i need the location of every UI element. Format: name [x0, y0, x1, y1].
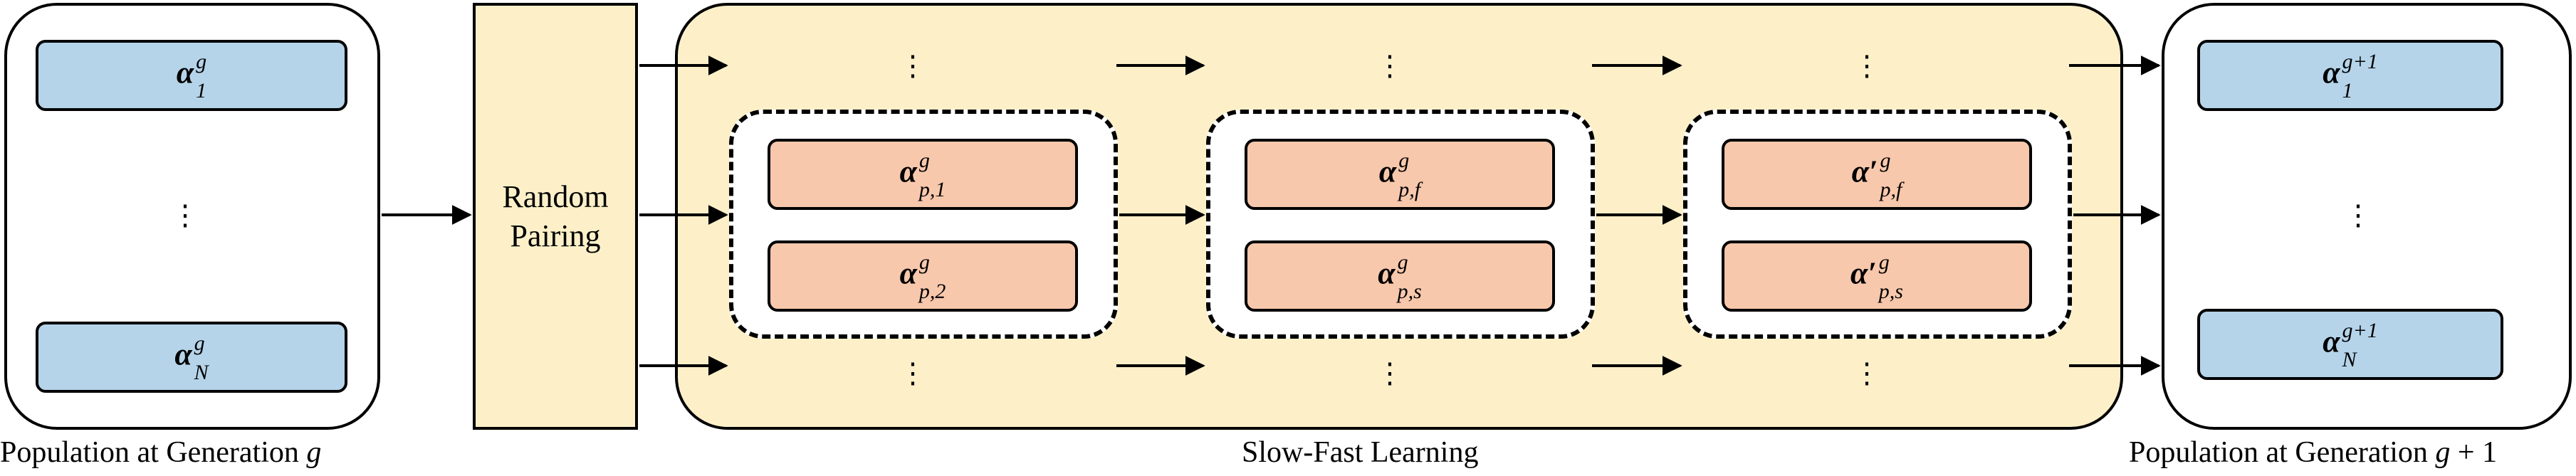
population-ellipsis: ⋮	[171, 199, 199, 232]
stage-3-top-ellipsis: ⋮	[1853, 50, 1881, 83]
current-population-caption: Population at Generation g	[0, 436, 322, 469]
stage-2-bottom-ellipsis: ⋮	[1376, 357, 1404, 390]
next-population-ellipsis: ⋮	[2344, 199, 2372, 232]
next-population-caption: Population at Generation g + 1	[2129, 436, 2498, 469]
stage-1-top-ellipsis: ⋮	[899, 50, 927, 83]
random-pairing-box: Random Pairing	[473, 3, 638, 430]
stage-2-top-ellipsis: ⋮	[1376, 50, 1404, 83]
slow-fast-learning-caption: Slow-Fast Learning	[1242, 436, 1479, 469]
stage-3-bottom-ellipsis: ⋮	[1853, 357, 1881, 390]
random-pairing-label: Random Pairing	[502, 179, 609, 253]
stage-1-bottom-ellipsis: ⋮	[899, 357, 927, 390]
